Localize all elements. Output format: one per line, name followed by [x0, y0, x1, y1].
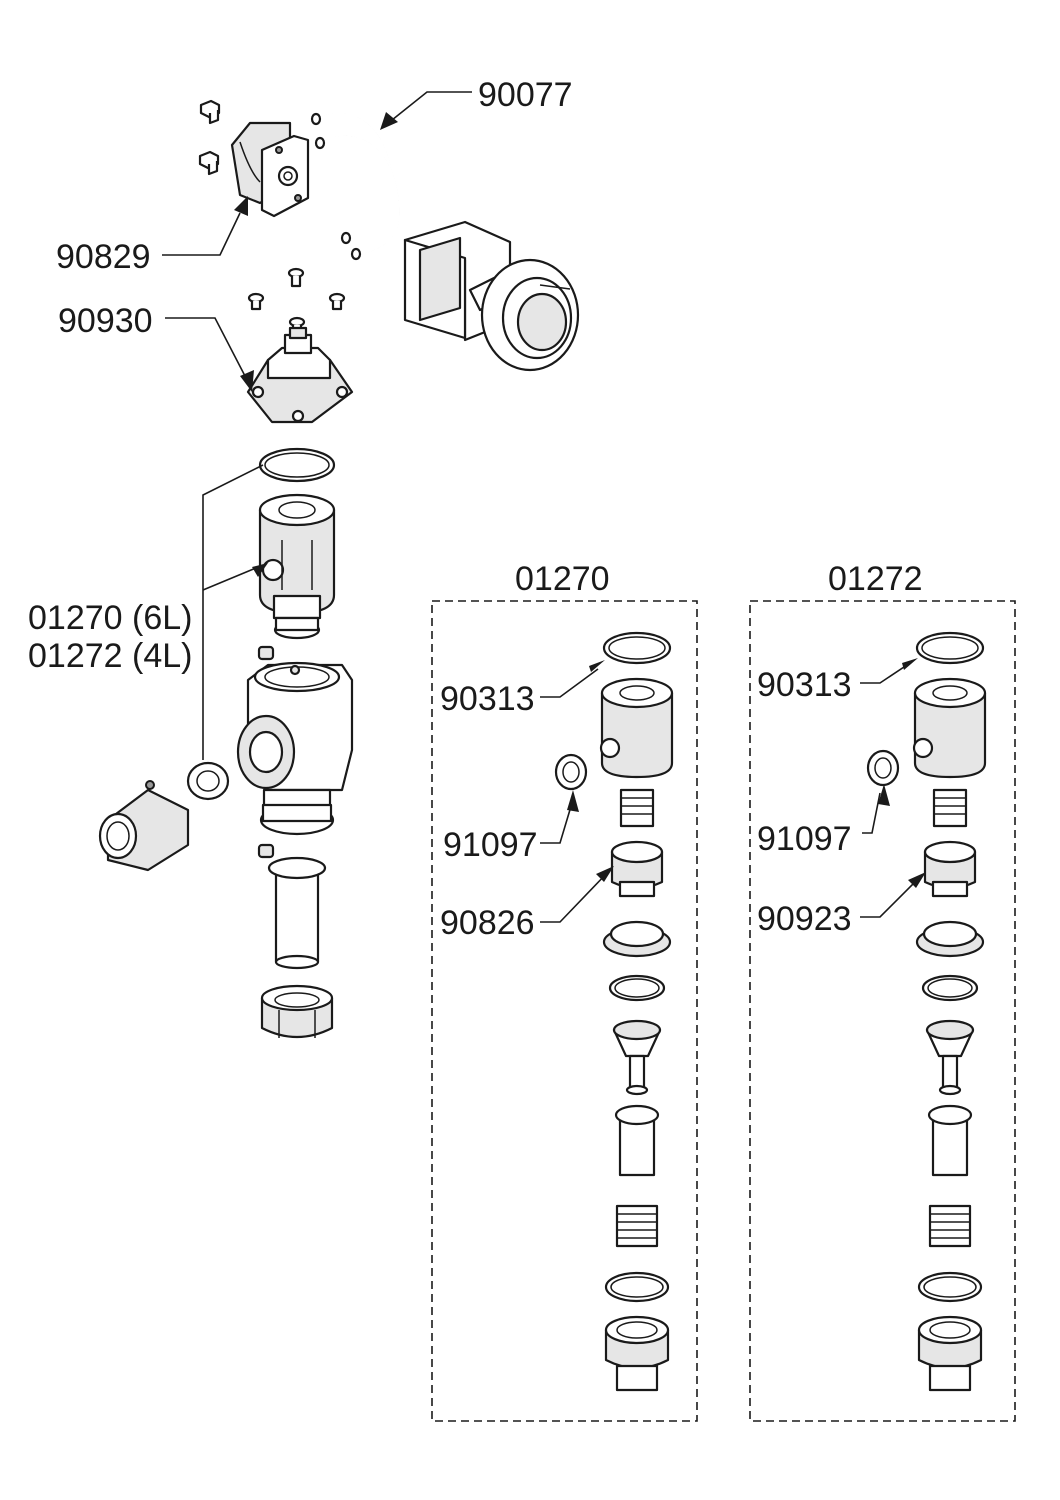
kit-01270-leaders: [540, 660, 614, 923]
bracket-90829: [230, 121, 310, 218]
valve-body: [236, 661, 354, 836]
inlet-adapter: [98, 780, 190, 872]
kit-01270-title: 01270: [515, 560, 610, 598]
cap-screw-1: [287, 267, 305, 288]
kit-01270-label-3: 90826: [440, 904, 535, 942]
inlet-gasket: [186, 761, 230, 801]
label-90077: 90077: [478, 76, 573, 114]
cartridge-main: [258, 493, 336, 640]
cover-90930: [246, 326, 354, 424]
leader-90829: [162, 196, 248, 256]
coupling-nut: [260, 984, 334, 1038]
kit-01270-label-1: 90313: [440, 680, 535, 718]
label-body-4l: 01272 (4L): [28, 637, 192, 675]
leader-90077: [380, 91, 472, 130]
tailpiece: [267, 856, 327, 970]
kit-01270-parts: [554, 631, 674, 1392]
label-body-6l: 01270 (6L): [28, 599, 192, 637]
label-90829: 90829: [56, 238, 151, 276]
kit-01272-parts: [866, 631, 987, 1392]
leader-cartridge: [202, 464, 268, 760]
cap-screw-2: [247, 292, 265, 311]
label-90930: 90930: [58, 302, 153, 340]
small-plug-top: [257, 645, 275, 661]
kit-01272-label-2: 91097: [757, 820, 852, 858]
small-plug-bottom: [257, 843, 275, 859]
kit-01270-label-2: 91097: [443, 826, 538, 864]
leader-90930: [165, 317, 254, 392]
bracket-screw-top: [199, 99, 221, 125]
cap-screw-3: [328, 292, 346, 311]
tubes-90077: [310, 112, 400, 261]
bracket-screw-bottom: [198, 150, 220, 176]
kit-01272-label-3: 90923: [757, 900, 852, 938]
kit-01272-label-1: 90313: [757, 666, 852, 704]
main-o-ring: [258, 447, 336, 483]
kit-01270-box: [431, 600, 698, 1422]
kit-01272-title: 01272: [828, 560, 923, 598]
push-button-assembly: [403, 220, 580, 372]
kit-01272-leaders: [860, 658, 926, 918]
kit-01272-box: [749, 600, 1016, 1422]
